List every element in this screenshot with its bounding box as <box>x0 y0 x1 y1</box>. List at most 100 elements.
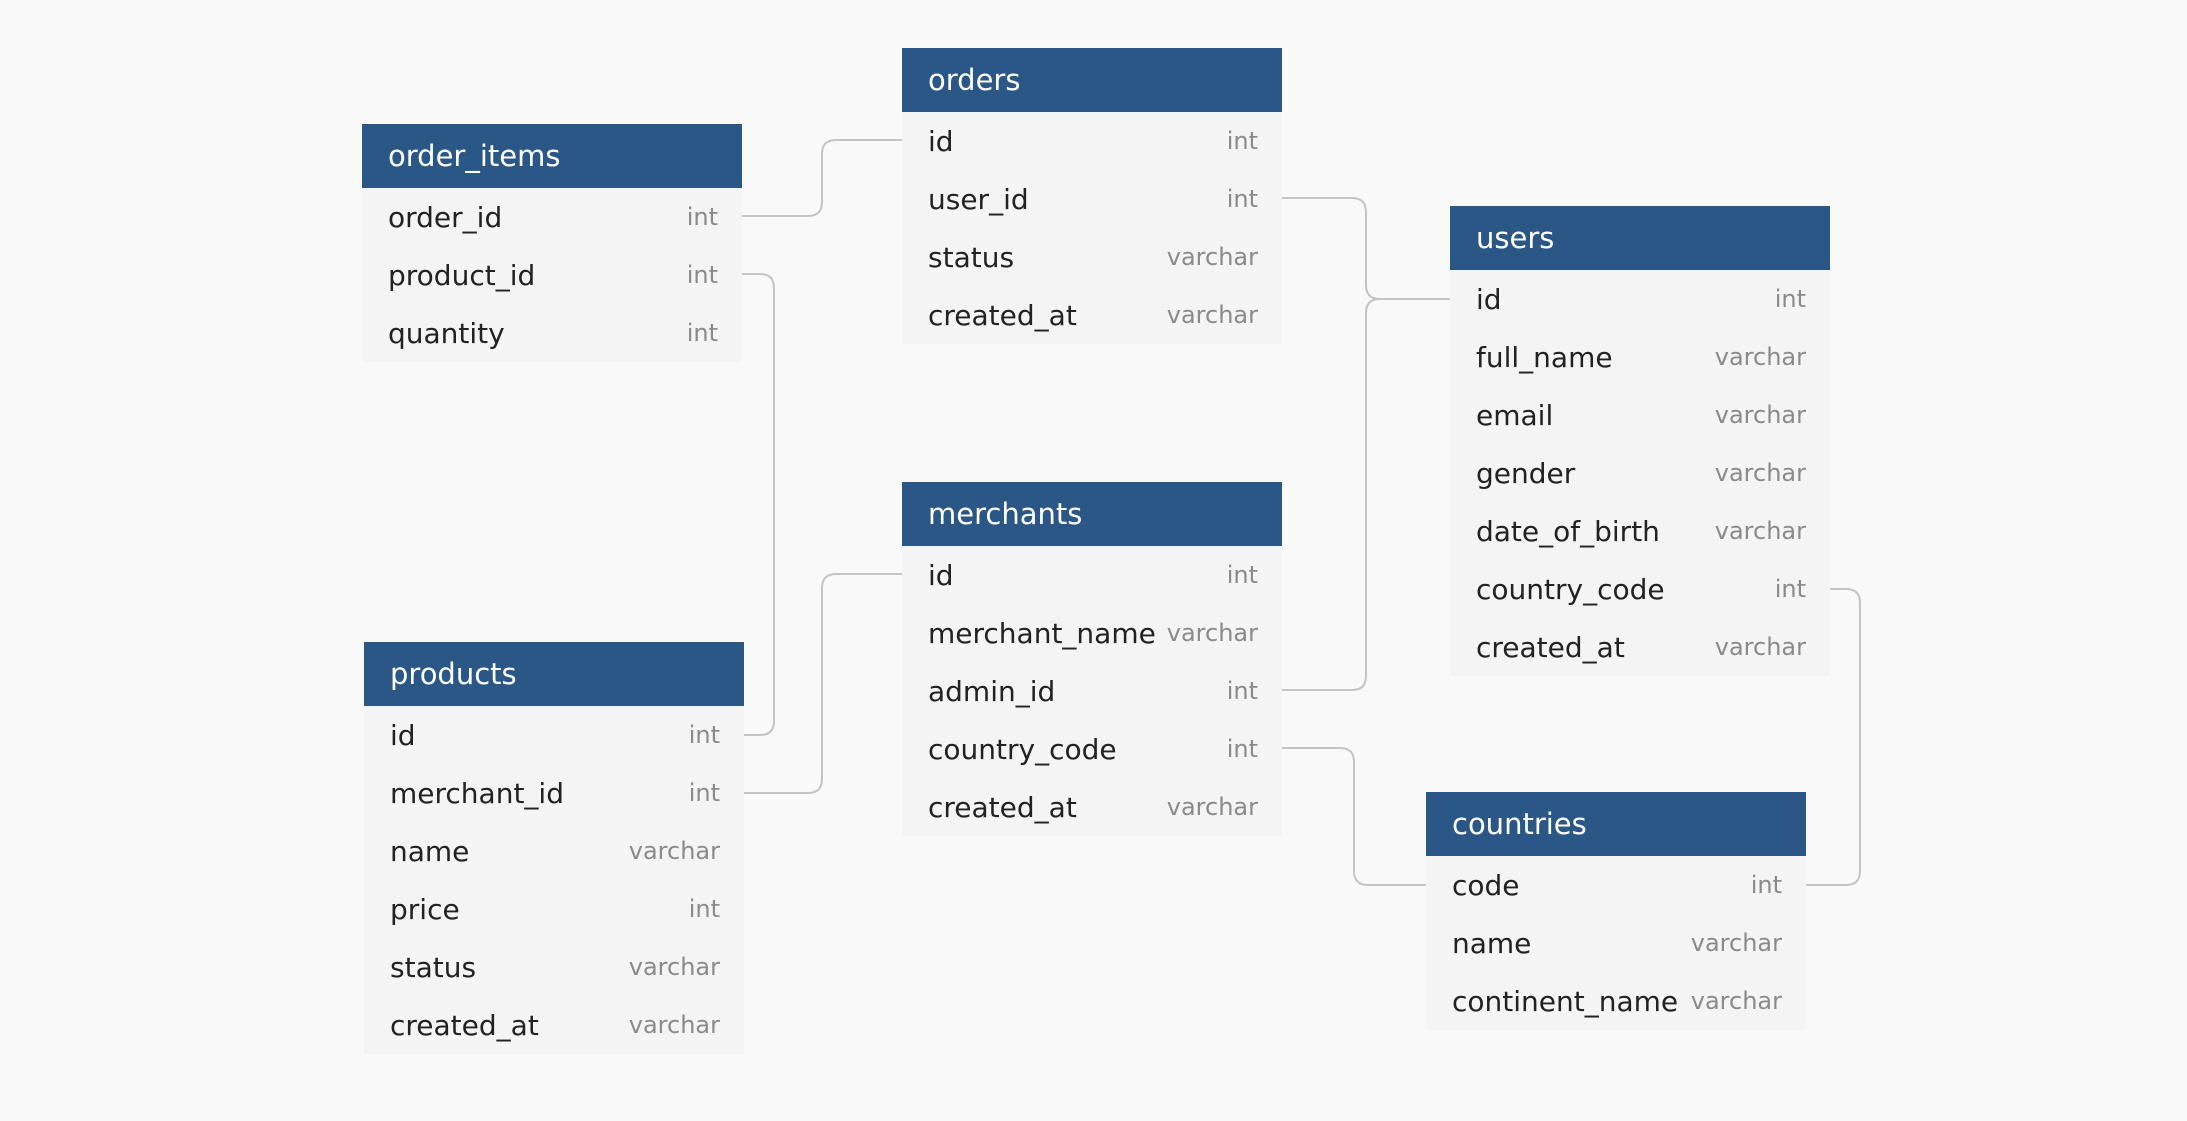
table-title[interactable]: users <box>1450 206 1830 270</box>
column-row-country-code[interactable]: country_code int <box>1450 560 1830 618</box>
column-type: varchar <box>628 953 720 981</box>
column-name: name <box>390 834 470 868</box>
column-row-merchant-name[interactable]: merchant_name varchar <box>902 604 1282 662</box>
column-name: created_at <box>390 1008 539 1042</box>
column-row-id[interactable]: id int <box>902 112 1282 170</box>
column-type: varchar <box>1690 987 1782 1015</box>
table-title[interactable]: merchants <box>902 482 1282 546</box>
column-row-code[interactable]: code int <box>1426 856 1806 914</box>
column-row-email[interactable]: email varchar <box>1450 386 1830 444</box>
column-row-continent-name[interactable]: continent_name varchar <box>1426 972 1806 1030</box>
column-type: varchar <box>1166 793 1258 821</box>
column-row-id[interactable]: id int <box>902 546 1282 604</box>
column-type: int <box>1226 185 1258 213</box>
table-title[interactable]: orders <box>902 48 1282 112</box>
column-type: varchar <box>1714 401 1806 429</box>
column-type: int <box>1226 127 1258 155</box>
relation-order-items-orders <box>742 139 902 217</box>
column-name: gender <box>1476 456 1576 490</box>
table-title[interactable]: order_items <box>362 124 742 188</box>
column-name: merchant_name <box>928 616 1156 650</box>
column-type: int <box>688 895 720 923</box>
column-row-created-at[interactable]: created_at varchar <box>364 996 744 1054</box>
column-type: int <box>1226 561 1258 589</box>
column-type: varchar <box>1714 343 1806 371</box>
column-name: created_at <box>928 790 1077 824</box>
column-name: id <box>928 124 954 158</box>
relation-merchants-countries <box>1282 747 1426 886</box>
column-row-price[interactable]: price int <box>364 880 744 938</box>
column-type: varchar <box>628 1011 720 1039</box>
column-type: int <box>686 261 718 289</box>
relation-order-items-products <box>742 273 775 736</box>
relation-orders-users <box>1282 197 1450 300</box>
column-name: full_name <box>1476 340 1613 374</box>
column-name: id <box>390 718 416 752</box>
column-name: email <box>1476 398 1554 432</box>
table-title[interactable]: products <box>364 642 744 706</box>
column-name: continent_name <box>1452 984 1679 1018</box>
column-name: name <box>1452 926 1532 960</box>
relation-products-merchants <box>744 573 902 794</box>
column-name: admin_id <box>928 674 1056 708</box>
column-name: merchant_id <box>390 776 564 810</box>
column-name: created_at <box>928 298 1077 332</box>
column-type: varchar <box>1714 459 1806 487</box>
column-row-quantity[interactable]: quantity int <box>362 304 742 362</box>
column-row-created-at[interactable]: created_at varchar <box>1450 618 1830 676</box>
column-row-gender[interactable]: gender varchar <box>1450 444 1830 502</box>
relation-users-countries <box>1806 588 1861 886</box>
column-type: int <box>1226 735 1258 763</box>
column-type: int <box>1774 285 1806 313</box>
column-type: varchar <box>628 837 720 865</box>
column-name: created_at <box>1476 630 1625 664</box>
column-row-merchant-id[interactable]: merchant_id int <box>364 764 744 822</box>
column-row-id[interactable]: id int <box>364 706 744 764</box>
column-name: user_id <box>928 182 1029 216</box>
column-row-product-id[interactable]: product_id int <box>362 246 742 304</box>
column-row-user-id[interactable]: user_id int <box>902 170 1282 228</box>
column-row-id[interactable]: id int <box>1450 270 1830 328</box>
column-name: quantity <box>388 316 505 350</box>
column-name: country_code <box>928 732 1117 766</box>
column-name: id <box>928 558 954 592</box>
column-type: varchar <box>1714 517 1806 545</box>
column-type: varchar <box>1166 243 1258 271</box>
column-row-created-at[interactable]: created_at varchar <box>902 778 1282 836</box>
relation-merchants-users <box>1282 298 1450 691</box>
column-name: code <box>1452 868 1520 902</box>
column-row-status[interactable]: status varchar <box>902 228 1282 286</box>
column-name: country_code <box>1476 572 1665 606</box>
column-type: varchar <box>1166 619 1258 647</box>
column-type: int <box>1226 677 1258 705</box>
column-type: int <box>1750 871 1782 899</box>
column-name: price <box>390 892 460 926</box>
column-type: int <box>688 721 720 749</box>
column-name: product_id <box>388 258 536 292</box>
column-name: status <box>928 240 1015 274</box>
column-type: int <box>688 779 720 807</box>
column-name: id <box>1476 282 1502 316</box>
table-title[interactable]: countries <box>1426 792 1806 856</box>
column-type: int <box>686 203 718 231</box>
column-row-full-name[interactable]: full_name varchar <box>1450 328 1830 386</box>
column-type: varchar <box>1714 633 1806 661</box>
column-row-country-code[interactable]: country_code int <box>902 720 1282 778</box>
column-row-admin-id[interactable]: admin_id int <box>902 662 1282 720</box>
column-name: date_of_birth <box>1476 514 1660 548</box>
column-type: int <box>686 319 718 347</box>
table-orders[interactable]: orders id int user_id int status varchar create… <box>902 48 1282 344</box>
column-row-name[interactable]: name varchar <box>364 822 744 880</box>
column-type: int <box>1774 575 1806 603</box>
column-row-date-of-birth[interactable]: date_of_birth varchar <box>1450 502 1830 560</box>
